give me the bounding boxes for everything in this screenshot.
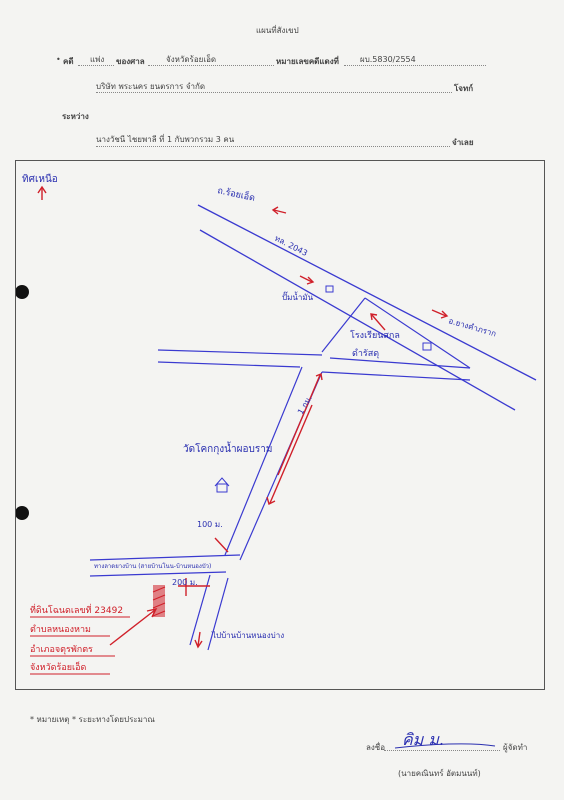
gas-station-icon <box>325 285 334 293</box>
north-label: ทิศเหนือ <box>22 173 58 185</box>
label-100m: 100 ม. <box>197 520 223 529</box>
dotted-line <box>148 65 274 66</box>
case-label: คดี <box>63 57 74 66</box>
label-gas-station: ปั๊มน้ำมัน <box>282 291 314 302</box>
label-to-roiet: ถ.ร้อยเอ็ด <box>216 183 256 204</box>
bullet-mark: • <box>56 55 61 64</box>
sign-label: ลงชื่อ <box>366 743 386 752</box>
black-case-label: หมายเลขคดีแดงที่ <box>276 57 339 66</box>
label-village-road: ไปบ้านบ้านหนองบ่าง <box>211 631 284 640</box>
defendant-name: นางวัชนี ไชยพาลี ที่ 1 กับพวกรวม 3 คน <box>96 135 235 144</box>
dotted-line <box>96 92 452 93</box>
junction-triangle <box>321 297 471 369</box>
parcel-label-3: อำเภอจตุรพักตร <box>30 644 93 655</box>
black-case-number: ผบ.5830/2554 <box>360 55 416 64</box>
map-frame <box>15 160 545 690</box>
court-name: จังหวัดร้อยเอ็ด <box>166 55 217 64</box>
signature-line <box>384 750 500 751</box>
label-1km: 1 กม. <box>296 394 314 416</box>
label-school-1: โรงเรียนสกล <box>350 330 400 341</box>
label-200m: 200 ม. <box>172 578 198 587</box>
parcel-label-2: ตำบลหนองหาม <box>30 624 91 635</box>
temple-icon <box>214 477 230 493</box>
footer-note: * หมายเหตุ * ระยะทางโดยประมาณ <box>30 715 155 724</box>
plaintiff-label: โจทก์ <box>454 84 474 93</box>
cross-road <box>157 349 471 381</box>
court-prefix: แพ่ง <box>90 55 105 64</box>
plaintiff-name: บริษัท พระนคร ยนตรการ จำกัด <box>96 82 206 91</box>
page-title: แผนที่สังเขป <box>256 26 299 35</box>
signature-stroke <box>394 743 496 749</box>
dotted-line <box>96 146 450 147</box>
parcel-label-4: จังหวัดร้อยเอ็ด <box>30 660 86 673</box>
label-road-number: ทล. 2043 <box>273 234 309 258</box>
red-arrows <box>37 185 449 649</box>
school-icon <box>422 342 432 351</box>
court-label: ของศาล <box>116 57 145 66</box>
side-road <box>89 554 241 577</box>
parcel-hatch <box>152 586 166 617</box>
label-temple: วัดโคกกุงน้ำผอบราม <box>183 441 272 455</box>
binder-hole <box>15 506 29 520</box>
signer-name: (นายคณินทร์ อัตมนนท์) <box>398 769 481 778</box>
role-label: ผู้จัดทำ <box>503 743 528 752</box>
dotted-line <box>78 65 114 66</box>
dotted-line <box>344 65 486 66</box>
parcel-label-1: ที่ดินโฉนดเลขที่ 23492 <box>30 603 123 616</box>
highway-road <box>197 204 537 411</box>
label-to-yang: อ.ยางคำภราก <box>447 316 497 338</box>
label-school-2: ดำรัสดุ <box>352 348 379 359</box>
defendant-label: จำเลย <box>452 138 474 147</box>
parcel-underlines <box>30 616 130 675</box>
label-side-road: ทางลาดยางบ้าน (สายบ้านโนน-บ้านหนองบัว) <box>94 562 211 570</box>
binder-hole <box>15 285 29 299</box>
between-label: ระหว่าง <box>62 112 89 121</box>
